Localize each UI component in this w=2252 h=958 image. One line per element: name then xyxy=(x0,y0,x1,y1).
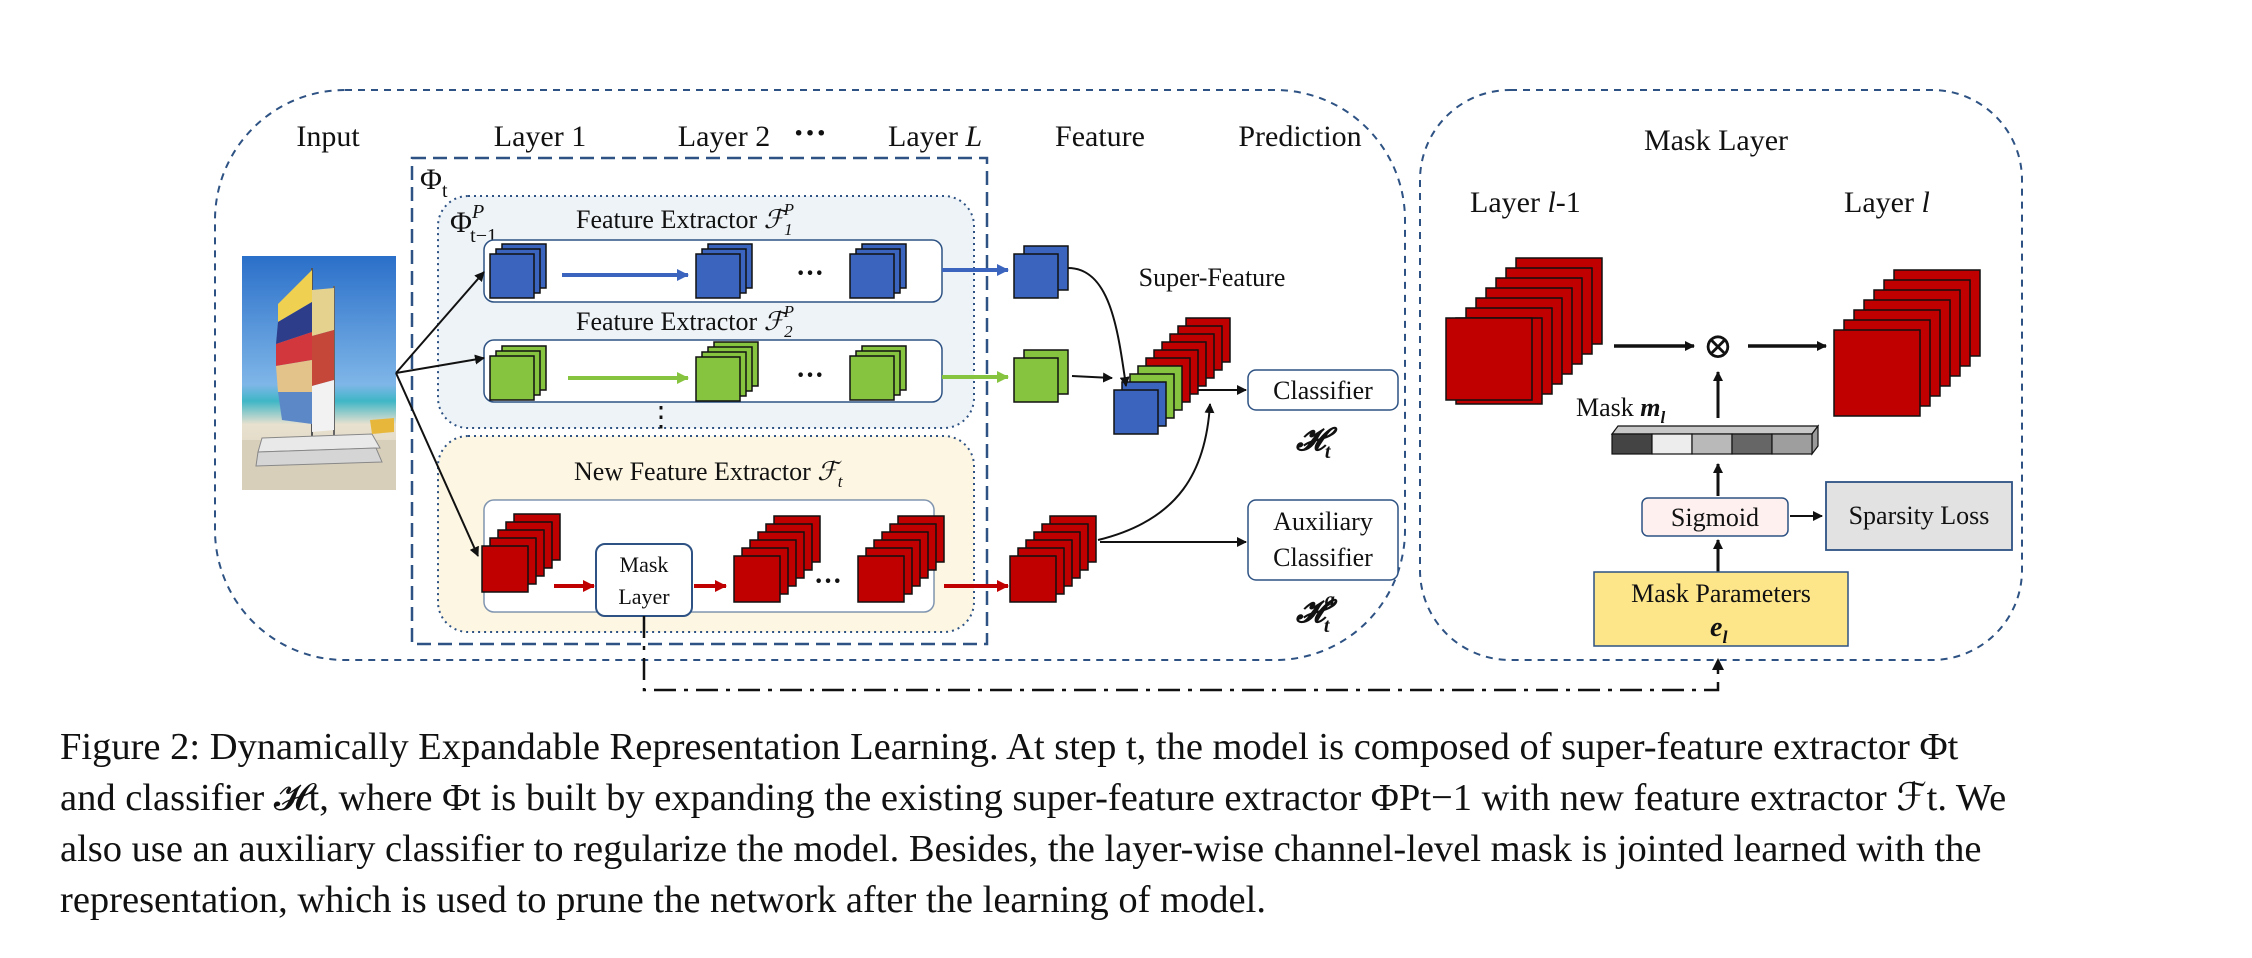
mask-parameters-label: Mask Parameters xyxy=(1631,579,1811,608)
header-dots: ··· xyxy=(793,115,827,152)
sigmoid-label: Sigmoid xyxy=(1671,503,1759,532)
figure-caption: Figure 2: Dynamically Expandable Represe… xyxy=(60,722,2200,926)
aux-classifier-box xyxy=(1247,499,1399,581)
header-layer-l: Layer L xyxy=(888,120,982,153)
caption-line-4: representation, which is used to prune t… xyxy=(60,879,1266,921)
mask-cur-stack xyxy=(1833,269,1981,417)
extractor-1-title: Feature Extractor ℱ1P xyxy=(576,200,794,239)
phi-t-label: Φt xyxy=(420,163,448,202)
green-feature xyxy=(1013,349,1069,403)
blue-stack-2 xyxy=(695,243,753,299)
header-prediction: Prediction xyxy=(1238,120,1361,153)
main-panel-border xyxy=(214,89,1406,661)
red-stack-1 xyxy=(481,513,561,593)
mask-layer-box-line1: Mask xyxy=(620,552,669,577)
aux-classifier-line2: Classifier xyxy=(1273,543,1373,572)
mask-parameters-var: el xyxy=(1710,612,1727,647)
extractor-2-title: Feature Extractor ℱ2P xyxy=(576,302,794,341)
sparsity-loss-label: Sparsity Loss xyxy=(1849,501,1990,530)
caption-line-2: and classifier 𝓗t, where Φt is built by … xyxy=(60,777,2007,819)
mask-vector xyxy=(1610,424,1820,456)
red-stack-3 xyxy=(857,515,945,603)
mask-parameters-box xyxy=(1593,571,1849,647)
blue-stack-3 xyxy=(849,243,907,299)
red-row: Mask Layer ··· xyxy=(481,513,1097,617)
phi-t-box xyxy=(410,156,989,646)
architecture-diagram: Input Layer 1 Layer 2 ··· Layer L Featur… xyxy=(214,89,2023,692)
header-input: Input xyxy=(296,120,360,153)
new-extractor-title: New Feature Extractor ℱt xyxy=(574,457,844,491)
classifier-label: Classifier xyxy=(1273,376,1373,405)
green-stack-2 xyxy=(695,341,759,402)
classifier-box xyxy=(1247,369,1399,411)
header-layer1: Layer 1 xyxy=(494,120,586,153)
green-row: ··· xyxy=(489,341,1069,403)
blue-stack-1 xyxy=(489,243,547,299)
super-feature-label: Super-Feature xyxy=(1139,263,1286,292)
super-feature-stack xyxy=(1113,317,1231,435)
blue-row-dots: ··· xyxy=(796,258,824,289)
classifier-symbol: 𝓗t xyxy=(1295,421,1338,463)
green-stack-1 xyxy=(489,345,547,401)
mask-panel-border xyxy=(1419,89,2023,661)
caption-line-1: Figure 2: Dynamically Expandable Represe… xyxy=(60,726,1959,768)
mask-layer-box-line2: Layer xyxy=(618,584,670,609)
red-row-dots: ··· xyxy=(814,566,842,597)
merge-arrows xyxy=(1067,267,1247,547)
red-stack-2 xyxy=(733,515,821,603)
sparsity-loss-box xyxy=(1825,481,2013,551)
green-stack-3 xyxy=(849,345,907,401)
aux-classifier-line1: Auxiliary xyxy=(1273,507,1373,536)
red-feature xyxy=(1009,515,1097,603)
header-feature: Feature xyxy=(1055,120,1145,153)
blue-feature xyxy=(1013,245,1069,299)
mask-vector-label: Mask ml xyxy=(1576,393,1666,427)
blue-row: ··· xyxy=(489,243,1069,299)
caption-line-3: also use an auxiliary classifier to regu… xyxy=(60,828,1982,870)
mask-connector-arrowhead xyxy=(1712,658,1724,670)
mask-layer-prev-label: Layer l-1 xyxy=(1470,186,1581,219)
mask-prev-stack xyxy=(1445,257,1603,405)
mask-layer-cur-label: Layer l xyxy=(1844,186,1930,219)
vertical-dots: ⋮ xyxy=(647,402,675,433)
input-fanout-arrows xyxy=(395,271,485,557)
mask-panel-title: Mask Layer xyxy=(1644,124,1788,157)
sigmoid-box xyxy=(1641,497,1789,537)
header-layer2: Layer 2 xyxy=(678,120,770,153)
input-image xyxy=(242,256,396,490)
green-row-dots: ··· xyxy=(796,360,824,391)
multiply-symbol: ⊗ xyxy=(1703,326,1733,366)
